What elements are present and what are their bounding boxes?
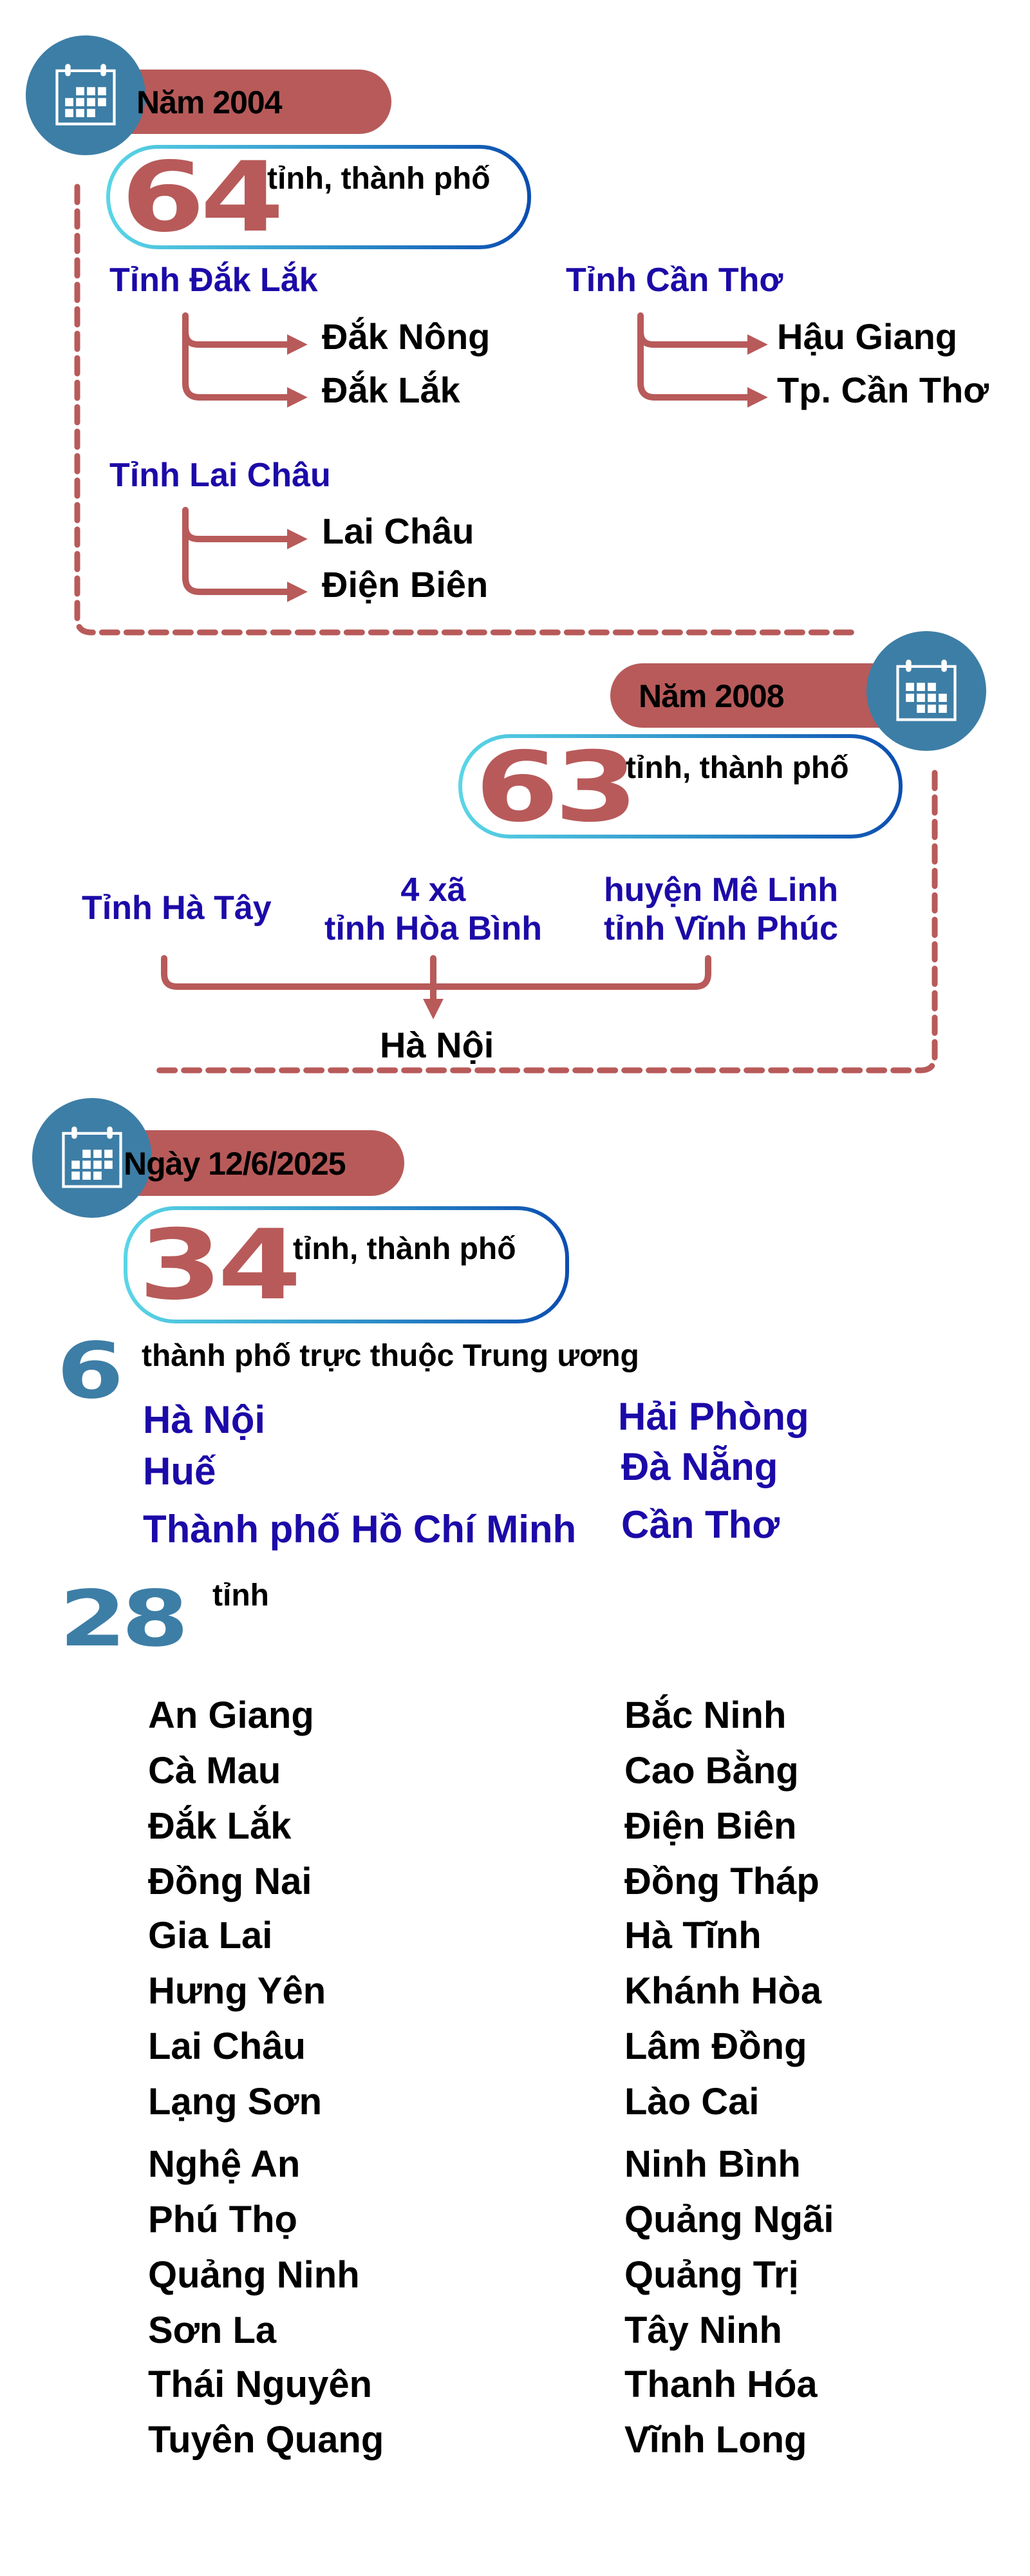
merge-source-line: 4 xã (400, 871, 466, 909)
province-item: Quảng Ninh (148, 2254, 360, 2296)
city-item: Thành phố Hồ Chí Minh (143, 1508, 577, 1551)
city-item: Hà Nội (143, 1398, 266, 1441)
province-item: Hưng Yên (148, 1970, 326, 2012)
year-pill-2008 (610, 663, 913, 728)
province-item: Đắk Lắk (148, 1805, 292, 1847)
province-item: Tuyên Quang (148, 2419, 384, 2461)
count-box-2008 (458, 734, 903, 838)
year-label: Năm 2004 (136, 84, 282, 120)
split-source: Tỉnh Lai Châu (109, 457, 331, 494)
calendar-badge-2008 (866, 631, 986, 751)
merge-source: 4 xã tỉnh Hòa Bình (309, 871, 557, 948)
split-connector-lai-chau (182, 507, 308, 603)
merge-result: Hà Nội (380, 1025, 494, 1065)
province-item: Điện Biên (624, 1805, 797, 1847)
count-unit-label: tỉnh, thành phố (267, 162, 491, 196)
province-item: Khánh Hòa (624, 1970, 822, 2012)
province-count: 64 (121, 142, 284, 254)
province-item: Cao Bằng (624, 1750, 799, 1792)
merge-connector-ha-noi (161, 955, 711, 1019)
province-item: Lâm Đồng (624, 2025, 807, 2067)
split-result: Hậu Giang (777, 316, 958, 357)
province-item: Lạng Sơn (148, 2081, 323, 2123)
merge-source-line: tỉnh Hòa Bình (324, 910, 542, 947)
split-result: Đắk Lắk (322, 370, 460, 410)
city-count-label: thành phố trực thuộc Trung ương (142, 1339, 639, 1373)
city-item: Đà Nẵng (621, 1445, 778, 1488)
province-item: Thái Nguyên (148, 2363, 373, 2405)
calendar-icon (896, 659, 957, 721)
count-box-2004 (106, 145, 531, 249)
province-item: Hà Tĩnh (624, 1915, 762, 1956)
city-item: Hải Phòng (618, 1395, 809, 1438)
province-item: Phú Thọ (148, 2199, 297, 2240)
year-pill-2004 (97, 70, 391, 134)
province-count-label: tỉnh (212, 1578, 269, 1613)
date-label: Ngày 12/6/2025 (124, 1146, 346, 1182)
calendar-icon (62, 1126, 122, 1188)
split-connector-can-tho (637, 312, 768, 408)
split-source: Tỉnh Cần Thơ (566, 261, 783, 299)
city-item: Cần Thơ (621, 1503, 780, 1546)
province-item: Thanh Hóa (624, 2363, 818, 2405)
split-result: Lai Châu (322, 511, 474, 551)
merge-source: huyện Mê Linh tỉnh Vĩnh Phúc (583, 871, 859, 948)
province-count-28: 28 (59, 1575, 189, 1664)
merge-source-line: tỉnh Vĩnh Phúc (604, 910, 838, 947)
province-item: Lào Cai (624, 2081, 760, 2123)
province-item: Vĩnh Long (624, 2419, 807, 2461)
count-unit-label: tỉnh, thành phố (293, 1232, 516, 1266)
calendar-icon (55, 64, 116, 126)
province-item: Nghệ An (148, 2143, 301, 2185)
province-item: Quảng Trị (624, 2254, 799, 2296)
province-item: Quảng Ngãi (624, 2199, 834, 2240)
province-count: 63 (475, 732, 638, 844)
split-source: Tỉnh Đắk Lắk (109, 261, 318, 299)
calendar-badge-2004 (26, 35, 145, 155)
province-item: Cà Mau (148, 1750, 281, 1792)
year-label: Năm 2008 (639, 678, 784, 714)
province-item: Lai Châu (148, 2025, 306, 2067)
province-item: Bắc Ninh (624, 1694, 787, 1736)
city-count: 6 (57, 1327, 124, 1416)
province-item: Tây Ninh (624, 2309, 782, 2351)
province-item: Đồng Tháp (624, 1861, 819, 1902)
merge-source: Tỉnh Hà Tây (82, 889, 272, 927)
province-item: An Giang (148, 1694, 314, 1736)
split-result: Tp. Cần Thơ (777, 370, 989, 410)
city-item: Huế (143, 1450, 216, 1493)
split-connector-dak-lak (182, 312, 308, 408)
count-unit-label: tỉnh, thành phố (626, 751, 849, 785)
calendar-badge-2025 (32, 1098, 152, 1218)
province-item: Sơn La (148, 2309, 277, 2351)
merge-source-line: huyện Mê Linh (604, 871, 838, 909)
province-item: Đồng Nai (148, 1861, 312, 1902)
province-item: Ninh Bình (624, 2143, 801, 2185)
split-result: Điện Biên (322, 564, 489, 605)
split-result: Đắk Nông (322, 316, 491, 357)
province-item: Gia Lai (148, 1915, 273, 1956)
province-count: 34 (138, 1209, 301, 1321)
count-box-2025 (124, 1206, 569, 1323)
